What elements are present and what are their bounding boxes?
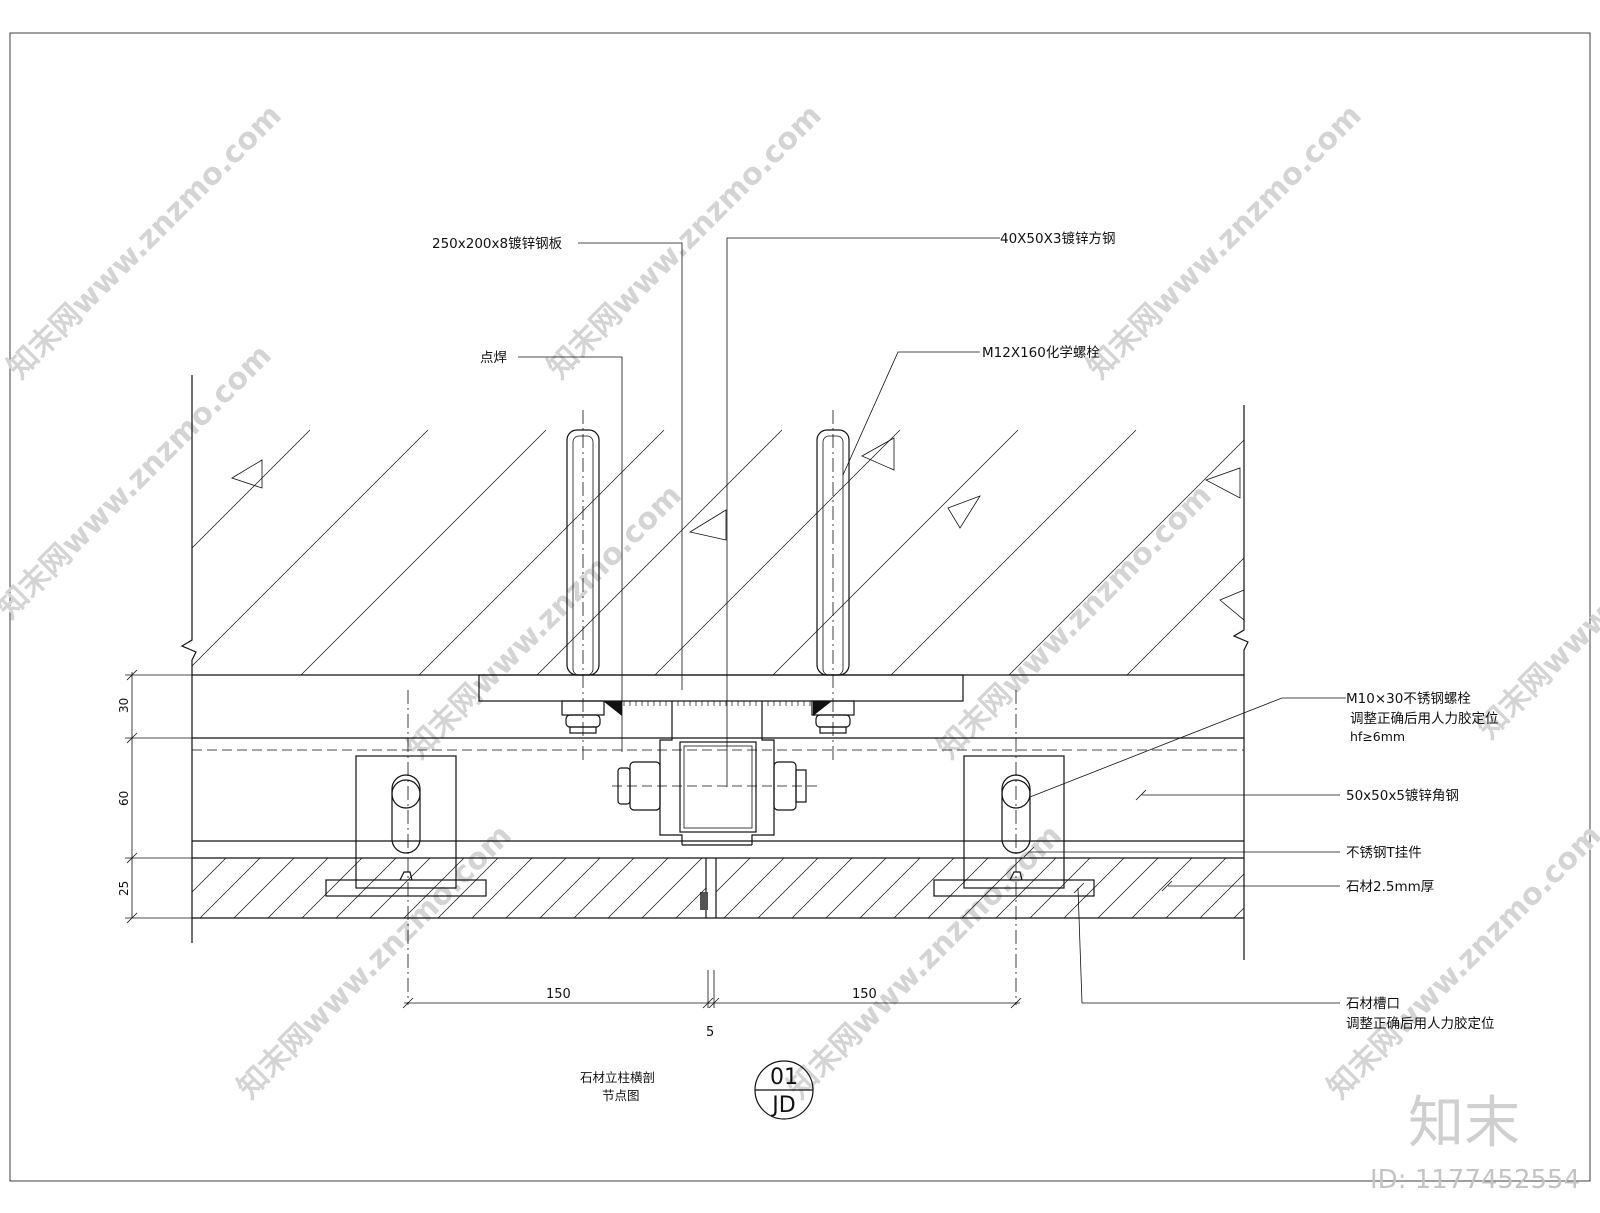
hatch-line — [539, 857, 601, 919]
hatch-line — [471, 857, 533, 919]
dim-5: 5 — [706, 1025, 714, 1040]
vertical-dimensions: 30 60 25 — [117, 669, 192, 924]
hatch-line — [1097, 857, 1159, 919]
watermark-text: 知末网www.znzmo.com — [1471, 458, 1600, 746]
sealant-joint — [700, 892, 708, 910]
watermark-text: 知末网www.znzmo.com — [781, 818, 1069, 1106]
hatch-line — [1008, 439, 1245, 676]
id-watermark: ID: 1177452554 — [1370, 1165, 1580, 1195]
watermark-text: 知末网www.znzmo.com — [231, 818, 519, 1106]
dim-150-left: 150 — [546, 987, 571, 1002]
dim-25: 25 — [117, 881, 131, 896]
aggregate-mark — [1205, 467, 1241, 499]
hatch-line — [641, 857, 703, 919]
label-angle-steel: 50x50x5镀锌角钢 — [1346, 787, 1459, 804]
drawing-title: 石材立柱横剖 节点图 01 JD — [580, 1060, 814, 1120]
hatch-line — [893, 857, 955, 919]
title-line2: 节点图 — [602, 1088, 640, 1103]
hatch-line — [715, 857, 751, 893]
hatch-line — [1199, 873, 1245, 919]
hatch-line — [757, 857, 819, 919]
aggregate-mark — [1219, 589, 1245, 621]
hatch-line — [654, 429, 901, 676]
watermark-text: 知末网www.znzmo.com — [1081, 98, 1369, 386]
aggregate-mark — [861, 437, 895, 471]
label-stone-slot: 石材槽口 — [1346, 996, 1400, 1012]
hatch-line — [927, 857, 989, 919]
plate-nut-right — [811, 700, 855, 734]
label-t-hanger: 不锈钢T挂件 — [1346, 845, 1422, 861]
galvanized-steel-plate — [478, 674, 964, 706]
watermark-text: 知末网www.znzmo.com — [931, 478, 1219, 766]
title-sheet: JD — [770, 1093, 795, 1118]
stone-panel — [191, 857, 1245, 919]
weld-fillet-left — [603, 701, 622, 716]
title-line1: 石材立柱横剖 — [580, 1070, 655, 1085]
hatch-line — [1131, 857, 1193, 919]
hatch-line — [267, 857, 329, 919]
plate-nut-left — [561, 700, 605, 734]
label-steel-plate: 250x200x8镀锌钢板 — [432, 235, 563, 252]
hatch-line — [191, 429, 429, 667]
label-ss-bolt-hf: hf≥6mm — [1350, 729, 1405, 744]
hatch-line — [191, 857, 227, 893]
hatch-line — [233, 857, 295, 919]
brand-watermark: 知末 — [1408, 1091, 1520, 1156]
t-hanger-right — [933, 690, 1095, 1005]
aggregate-mark — [688, 509, 727, 541]
annotations: 250x200x8镀锌钢板 40X50X3镀锌方钢 点焊 M12X160化学螺栓… — [432, 230, 1499, 1032]
hatch-line — [418, 429, 665, 676]
hatch-line — [191, 429, 311, 549]
watermark-text: 知末网www.znzmo.com — [1321, 818, 1600, 1106]
label-ss-bolt-note: 调整正确后用人力胶定位 — [1350, 710, 1499, 727]
label-ss-bolt: M10×30不锈钢螺栓 — [1346, 691, 1471, 707]
hatch-line — [505, 857, 567, 919]
dim-150-right: 150 — [852, 987, 877, 1002]
concrete-hatch — [191, 429, 1245, 676]
label-stone-slot-note: 调整正确后用人力胶定位 — [1346, 1015, 1495, 1032]
label-chemical-bolt: M12X160化学螺栓 — [982, 345, 1100, 361]
weld-fillet-right — [813, 701, 832, 716]
hatch-line — [301, 857, 363, 919]
concrete-wall — [180, 375, 1249, 960]
hatch-line — [675, 887, 707, 919]
hatch-line — [859, 857, 921, 919]
hatch-line — [573, 857, 635, 919]
label-spot-weld: 点焊 — [480, 350, 507, 366]
hatch-line — [437, 857, 499, 919]
hatch-line — [607, 857, 669, 919]
hatch-line — [1165, 857, 1227, 919]
horizontal-dimensions: 150 150 5 — [402, 970, 1022, 1040]
title-number: 01 — [770, 1065, 798, 1090]
watermark-text: 知末网www.znzmo.com — [401, 478, 689, 766]
square-steel-tube — [612, 701, 820, 846]
watermark-text: 知末网www.znzmo.com — [0, 338, 279, 626]
hatch-line — [723, 857, 785, 919]
aggregate-mark — [231, 459, 263, 489]
hatch-line — [772, 429, 1019, 676]
t-hanger-left — [325, 690, 487, 1005]
dim-30: 30 — [117, 698, 131, 713]
dim-60: 60 — [117, 791, 131, 806]
hatch-line — [890, 429, 1137, 676]
hatch-line — [300, 429, 547, 676]
label-stone: 石材2.5mm厚 — [1346, 879, 1434, 895]
hatch-line — [1233, 907, 1245, 919]
hatch-line — [1126, 557, 1245, 676]
hatch-line — [791, 857, 853, 919]
watermark-pattern: 知末网www.znzmo.com 知末网www.znzmo.com 知末网www… — [0, 98, 1600, 1106]
hatch-line — [536, 429, 783, 676]
watermark-text: 知末网www.znzmo.com — [541, 98, 829, 386]
hatch-line — [199, 857, 261, 919]
hatch-line — [825, 857, 887, 919]
watermark-text: 知末网www.znzmo.com — [1, 98, 289, 386]
label-square-steel: 40X50X3镀锌方钢 — [1000, 230, 1115, 247]
drawing-frame — [9, 32, 1591, 1182]
aggregate-mark — [947, 495, 981, 529]
